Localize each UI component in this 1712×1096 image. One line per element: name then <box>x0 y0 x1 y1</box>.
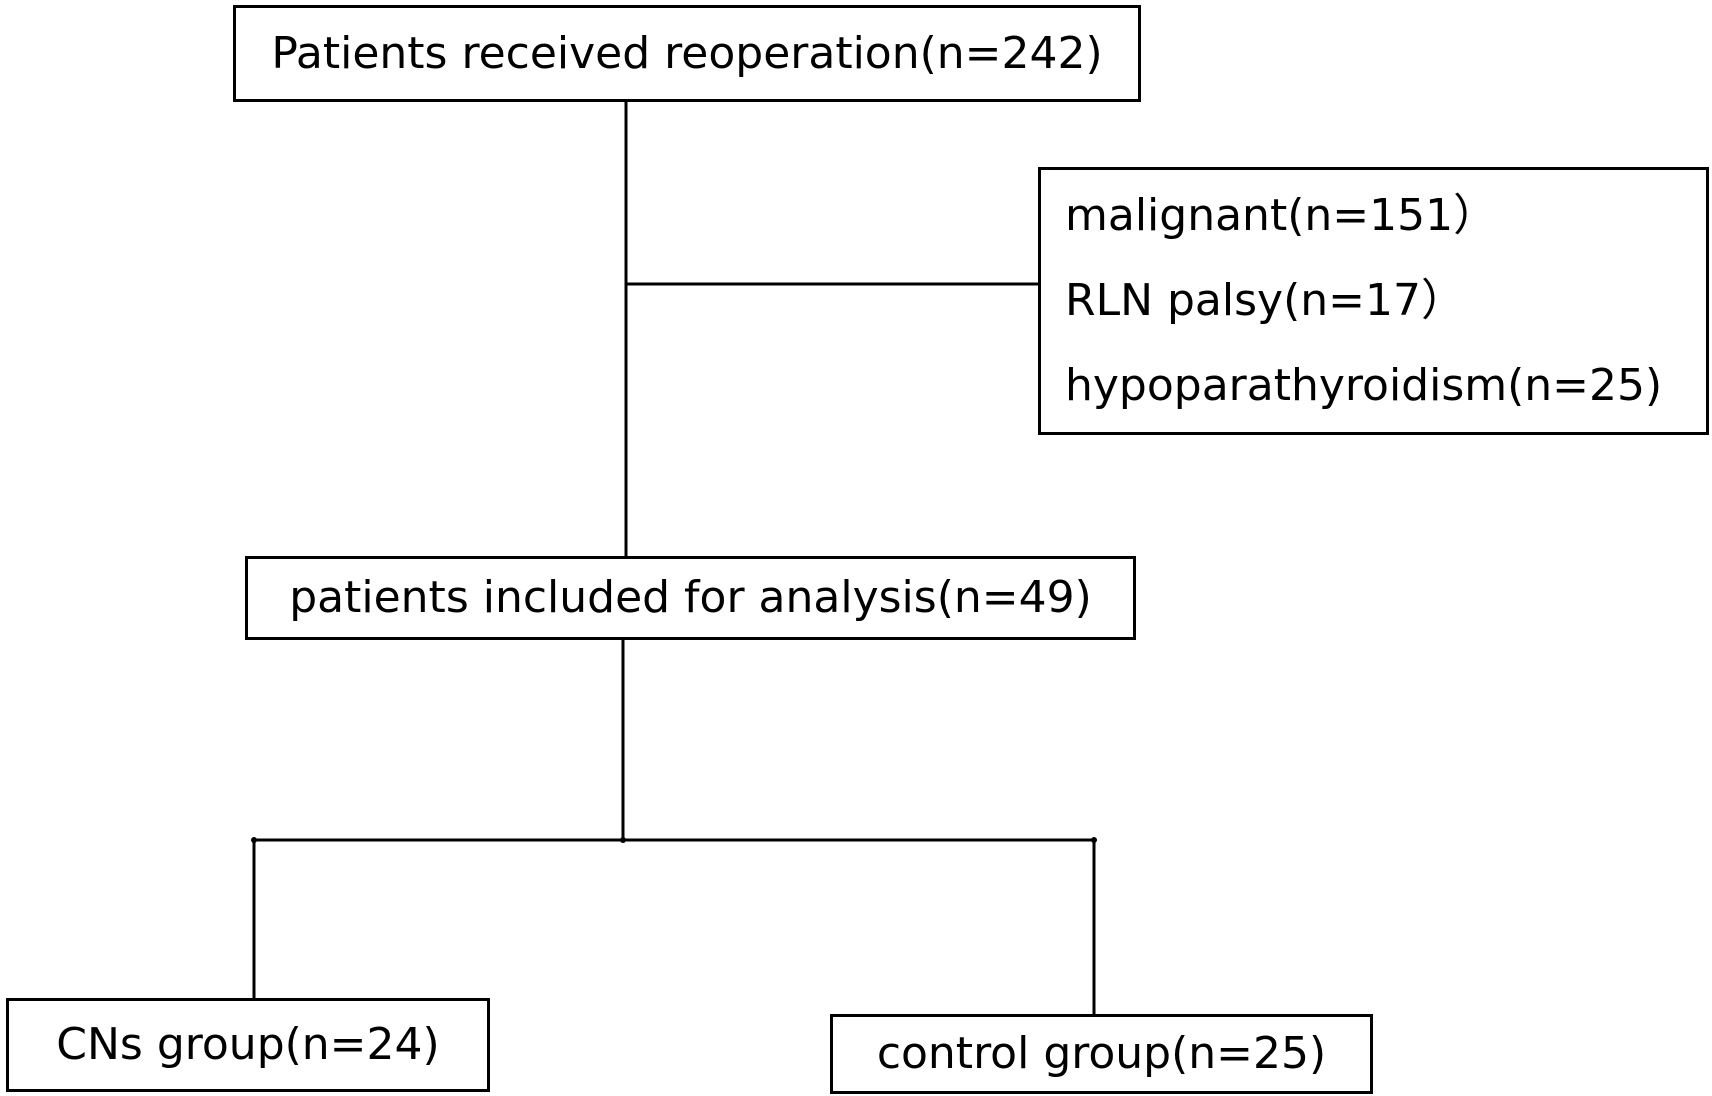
exclusion-rln-palsy: RLN palsy(n=17） <box>1065 275 1465 326</box>
root-box: Patients received reoperation(n=242) <box>233 5 1141 102</box>
control-group-label: control group(n=25) <box>876 1028 1327 1079</box>
control-group-box: control group(n=25) <box>830 1014 1373 1094</box>
cns-group-box: CNs group(n=24) <box>6 998 490 1092</box>
root-label: Patients received reoperation(n=242) <box>271 27 1103 79</box>
exclusion-box: malignant(n=151） RLN palsy(n=17） hypopar… <box>1038 167 1709 435</box>
exclusion-hypoparathyroidism: hypoparathyroidism(n=25) <box>1065 360 1663 411</box>
branch-dot-center <box>620 837 626 843</box>
branch-dot-left <box>251 837 257 843</box>
included-label: patients included for analysis(n=49) <box>289 572 1092 623</box>
exclusion-malignant: malignant(n=151） <box>1065 190 1498 241</box>
branch-dot-right <box>1091 837 1097 843</box>
included-box: patients included for analysis(n=49) <box>245 556 1136 640</box>
cns-group-label: CNs group(n=24) <box>56 1019 440 1070</box>
